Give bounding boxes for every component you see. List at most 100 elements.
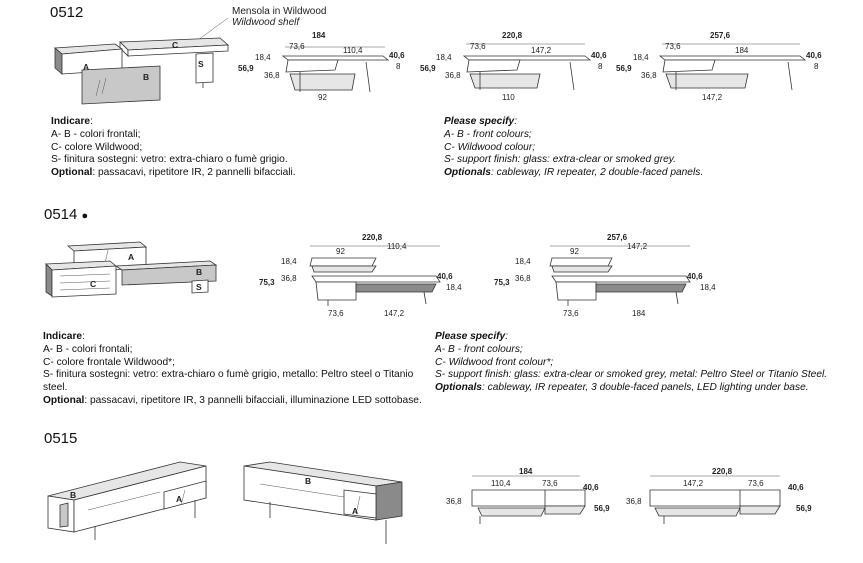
variant-0512-2 [462,43,592,91]
dim-bottom: 110 [502,93,515,102]
variant-0515-1 [471,475,586,524]
spec-line: : cableway, IR repeater, 2 double-faced … [490,167,704,179]
dim-w2: 184 [735,46,749,55]
product-0515-left [47,461,207,540]
shelf-label-en: Wildwood shelf [232,17,300,28]
dim-h3: 36,8 [281,274,297,283]
variant-0514-2 [549,245,691,306]
spec-line: : passacavi, ripetitore IR, 3 pannelli b… [84,394,422,406]
legend-c: C [172,40,178,50]
dim-d2: 18,4 [700,283,716,292]
dim-h1: 18,4 [515,257,531,266]
dim-width: 184 [519,467,533,476]
dim-h2: 75,3 [259,278,275,287]
bullet-icon: ● [81,210,89,222]
spec-optional-label: Optional [51,167,93,179]
spec-it-0514: Indicare: A- B - colori frontali; C- col… [43,331,422,406]
legend-s: S [196,282,202,292]
dim-b1: 73,6 [563,309,579,318]
spec-line: S- support finish: glass: extra-clear or… [444,154,676,166]
dim-top1: 92 [336,247,345,256]
dim-h1: 18,4 [281,257,297,266]
section-code-0512: 0512 [50,4,84,21]
dim-width: 257,6 [607,233,628,242]
product-0514-perspective [45,241,218,298]
legend-a: A [352,506,358,516]
dim-top1: 92 [570,247,579,256]
section-code-0514: 0514 ● [44,206,88,223]
spec-line: C- Wildwood colour; [444,141,536,153]
legend-b: B [143,72,149,82]
variant-0515-2 [649,475,781,524]
dim-d1: 40,6 [583,483,599,492]
spec-line: : passacavi, ripetitore IR, 2 pannelli b… [92,167,296,179]
dim-h2: 56,9 [238,64,254,73]
dim-w1: 147,2 [683,479,704,488]
dim-h1: 18,4 [633,53,649,62]
spec-it-0512: Indicare: A- B - colori frontali; C- col… [51,116,296,179]
spec-line: A- B - front colours; [435,343,523,355]
dim-w2: 73,6 [748,479,764,488]
spec-line: C- Wildwood front colour*; [435,356,554,368]
spec-line: steel. [43,382,68,394]
dim-bottom: 92 [318,93,327,102]
spec-en-0514: Please specify: A- B - front colours; C-… [435,331,828,394]
legend-b: B [196,267,202,277]
dim-h1: 36,8 [446,497,462,506]
dim-d2: 56,9 [594,504,610,513]
variant-0512-3 [658,43,807,91]
spec-en-0512: Please specify: A- B - front colours; C-… [444,116,704,179]
dim-top2: 110,4 [387,242,407,251]
dim-d2: 8 [396,62,401,71]
dim-h1: 18,4 [436,53,452,62]
dim-w1: 73,6 [470,42,486,51]
dim-b1: 73,6 [328,309,344,318]
dim-d1: 40,6 [389,51,405,60]
dim-w1: 73,6 [289,42,305,51]
spec-line: S- finitura sostegni: vetro: extra-chiar… [51,154,288,166]
dim-w1: 110,4 [491,479,511,488]
spec-line: A- B - colori frontali; [51,128,141,140]
dim-d2: 56,9 [796,504,812,513]
dim-width: 220,8 [502,31,523,40]
spec-title: Indicare [51,116,91,127]
dim-h3: 36,8 [515,274,531,283]
dim-h2: 56,9 [616,64,632,73]
legend-a: A [128,252,134,262]
variant-0514-1 [309,245,441,306]
spec-optional-label: Optional [43,394,85,406]
legend-s: S [198,59,204,69]
dim-d1: 40,6 [437,272,453,281]
variant-0512-1 [281,46,390,93]
spec-line: C- colore Wildwood; [51,141,143,153]
dim-h1: 18,4 [255,53,271,62]
dim-d2: 8 [598,62,603,71]
legend-a: A [176,494,182,504]
dim-width: 220,8 [712,467,733,476]
dim-bottom: 147,2 [702,93,723,102]
dim-h2: 75,3 [494,278,510,287]
spec-optional-label: Optionals [435,382,482,394]
spec-line: S- finitura sostegni: vetro: extra-chiar… [43,369,414,381]
spec-line: A- B - colori frontali; [43,343,133,355]
legend-b: B [70,490,76,500]
dim-d1: 40,6 [806,51,822,60]
spec-line: : cableway, IR repeater, 3 double-faced … [481,382,809,394]
dim-h3: 36,8 [445,71,461,80]
dim-width: 220,8 [362,233,383,242]
dim-d1: 40,6 [687,272,703,281]
legend-c: C [90,279,96,289]
dim-w2: 110,4 [343,46,363,55]
product-0512-perspective [53,17,230,105]
dim-h1: 36,8 [626,497,642,506]
dim-top2: 147,2 [627,242,648,251]
dim-h2: 56,9 [420,64,436,73]
dim-d1: 40,6 [788,483,804,492]
dim-d1: 40,6 [591,51,607,60]
dim-h3: 36,8 [264,71,280,80]
dim-w2: 147,2 [531,46,552,55]
shelf-label-it: Mensola in Wildwood [232,6,327,17]
section-code-0515: 0515 [44,430,78,447]
spec-title: Indicare [43,331,83,342]
